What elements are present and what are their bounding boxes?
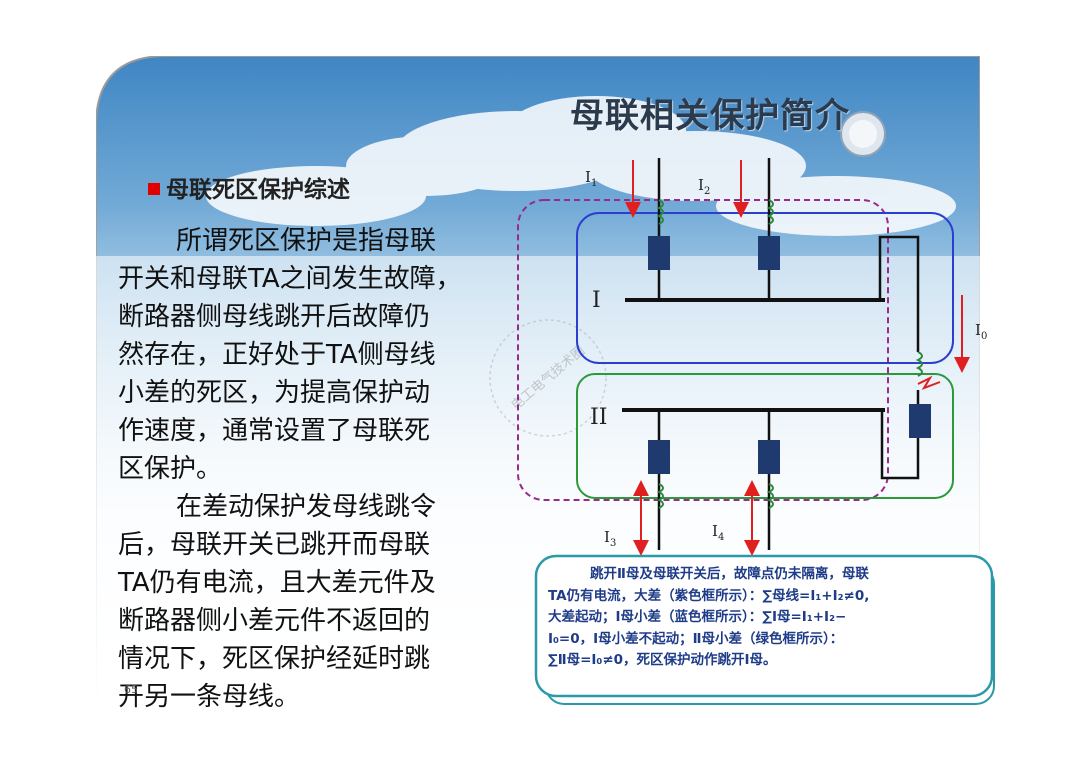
red-square-bullet-icon — [148, 182, 160, 195]
paragraph-2-line: TA仍有电流，且大差元件及 — [118, 568, 436, 598]
bus1-diff-zone — [576, 212, 954, 364]
page-number: 65 — [124, 683, 138, 696]
breaker-icon — [758, 440, 780, 474]
slide-title: 母联相关保护简介 — [570, 96, 850, 136]
paragraph-1-line: 所谓死区保护是指母联 — [176, 226, 437, 256]
fault-icon — [917, 375, 941, 390]
paragraph-1-line: 小差的死区，为提高保护动 — [118, 378, 431, 408]
current-label-i4: I4 — [712, 522, 724, 543]
breaker-icon — [648, 440, 670, 474]
callout-text: 跳开Ⅱ母及母联开关后，故障点仍未隔离，母联 TA仍有电流，大差（紫色框所示）：∑… — [548, 564, 986, 684]
watermark-stamp: 电工电气技术圈 — [489, 319, 607, 437]
section-heading: 母联死区保护综述 — [148, 170, 350, 204]
paragraph-1-line: 作速度，通常设置了母联死 — [118, 416, 431, 446]
coupler-breaker-icon — [909, 404, 931, 438]
paragraph-2-line: 在差动保护发母线跳令 — [176, 492, 437, 522]
breaker-icon — [648, 236, 670, 270]
section-heading-text: 母联死区保护综述 — [166, 177, 350, 203]
ct-coil-icon — [766, 483, 774, 509]
callout-line: TA仍有电流，大差（紫色框所示）：∑母线=I₁+I₂≠0, — [548, 587, 870, 604]
callout-line: I₀=0，Ⅰ母小差不起动；Ⅱ母小差（绿色框所示）： — [548, 630, 844, 647]
current-label-i1: I1 — [585, 168, 597, 189]
paragraph-1-line: 区保护。 — [118, 454, 223, 484]
paragraph-1-line: 开关和母联TA之间发生故障， — [118, 264, 462, 294]
paragraph-1-line: 断路器侧母线跳开后故障仍 — [118, 302, 431, 332]
bus1-label: I — [592, 288, 601, 313]
callout-line: ∑Ⅱ母=I₀≠0，死区保护动作跳开Ⅰ母。 — [548, 652, 777, 668]
paragraph-2-line: 断路器侧小差元件不返回的 — [118, 606, 431, 636]
bus-coupler-line — [878, 235, 920, 480]
ct-coil-icon — [656, 483, 664, 509]
bus2-diff-zone — [576, 373, 954, 499]
paragraph-1: 所谓死区保护是指母联 开关和母联TA之间发生故障， 断路器侧母线跳开后故障仍 然… — [118, 222, 518, 488]
callout-line: 跳开Ⅱ母及母联开关后，故障点仍未隔离，母联 — [590, 566, 869, 582]
breaker-icon — [758, 236, 780, 270]
current-label-i2: I2 — [698, 176, 710, 197]
paragraph-2-line: 后，母联开关已跳开而母联 — [118, 530, 431, 560]
ct-coil-icon — [915, 351, 923, 377]
paragraph-2-line: 情况下，死区保护经延时跳 — [118, 644, 431, 674]
paragraph-2-line: 开另一条母线。 — [118, 682, 301, 712]
callout-line: 大差起动；Ⅰ母小差（蓝色框所示）：∑Ⅰ母=I₁+I₂− — [548, 609, 847, 625]
ct-coil-icon — [656, 199, 664, 225]
current-label-i0: I0 — [975, 321, 987, 342]
current-label-i3: I3 — [604, 528, 616, 549]
ct-coil-icon — [766, 199, 774, 225]
callout-box — [534, 554, 995, 705]
paragraph-2: 在差动保护发母线跳令 后，母联开关已跳开而母联 TA仍有电流，且大差元件及 断路… — [118, 488, 518, 716]
bus2-label: II — [590, 405, 607, 430]
paragraph-1-line: 然存在，正好处于TA侧母线 — [118, 340, 436, 370]
big-diff-zone — [517, 199, 889, 501]
